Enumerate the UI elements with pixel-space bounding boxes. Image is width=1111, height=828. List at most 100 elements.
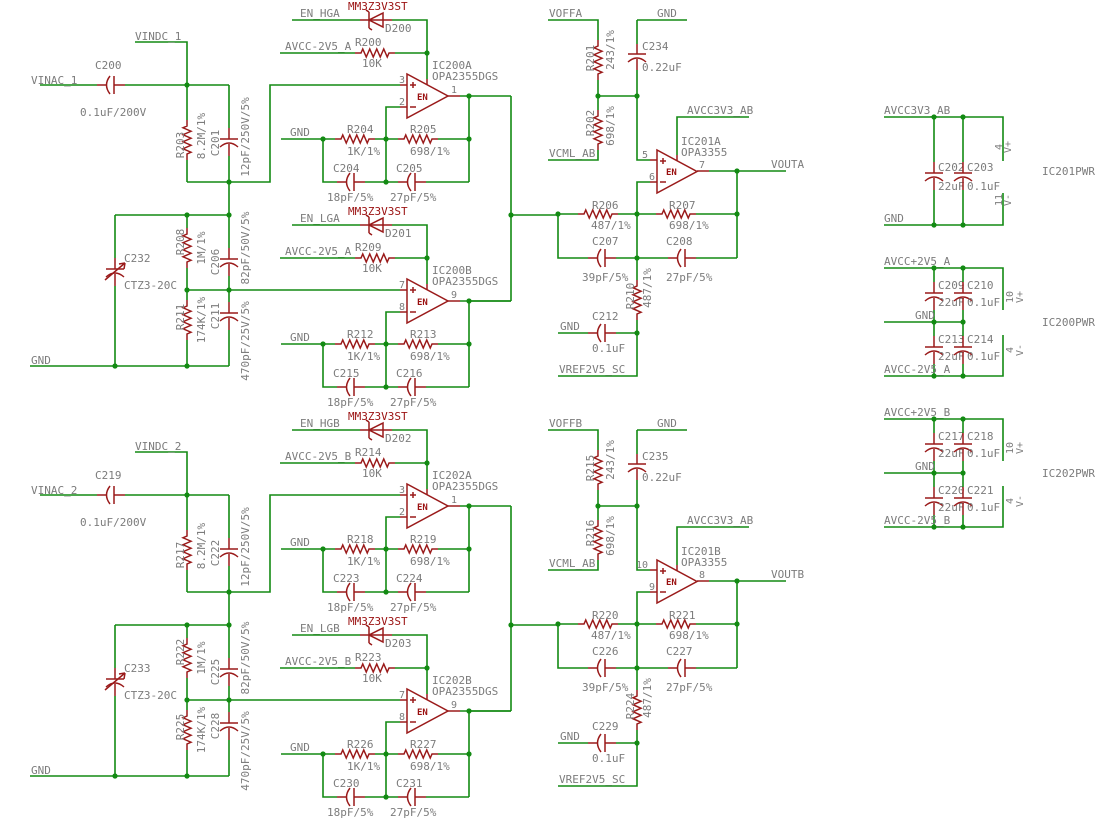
capacitor-symbol (337, 377, 365, 397)
ref-label: IC201A (681, 135, 721, 148)
value-label: 0.22uF (642, 471, 682, 484)
part-name: IC200PWR (1042, 316, 1095, 329)
value-label: 470pF/25V/5% (239, 301, 252, 381)
ref-label: R222 (174, 639, 187, 666)
value-label: 174K/1% (195, 296, 208, 343)
wire (322, 344, 337, 388)
capacitor-symbol (219, 248, 239, 276)
ref-label: R227 (410, 738, 437, 751)
wire (884, 193, 1004, 226)
resistor-symbol (592, 450, 604, 490)
value-label: 0.1uF (967, 180, 1000, 193)
pin-number: 9 (649, 582, 655, 593)
ref-label: D201 (385, 227, 412, 240)
value-label: CTZ3-20C (124, 689, 177, 702)
junction-dot (184, 363, 190, 369)
ref-label: C201 (209, 130, 222, 157)
value-label: 1K/1% (347, 350, 380, 363)
ref-label: C207 (592, 235, 619, 248)
pin-number: 5 (642, 150, 648, 161)
net-label-gnd: GND (560, 320, 580, 333)
wire (548, 150, 599, 161)
net-label-gnd: GND (560, 730, 580, 743)
value-label: 698/1% (604, 106, 617, 146)
enable-label: EN (417, 708, 428, 718)
wire (548, 19, 599, 40)
part-label: OPA2355DGS (432, 685, 498, 698)
capacitor-symbol (668, 658, 696, 678)
opamp-symbol (406, 277, 450, 325)
capacitor-symbol (337, 787, 365, 807)
ref-label: R203 (174, 132, 187, 159)
value-label: 18pF/5% (327, 601, 374, 614)
value-label: 698/1% (410, 145, 450, 158)
ref-label: IC200B (432, 264, 472, 277)
net-label-bias: AVCC-2V5_B (285, 450, 352, 463)
ref-label: C206 (209, 249, 222, 276)
value-label: 82pF/50V/5% (239, 211, 252, 284)
value-label: 27pF/5% (390, 601, 437, 614)
ref-label: R207 (669, 199, 696, 212)
zener-diode-symbol (360, 9, 392, 31)
part-label: OPA3355 (681, 556, 727, 569)
ref-label: C230 (333, 777, 360, 790)
capacitor-symbol (398, 172, 426, 192)
pin-number: 10 (1005, 442, 1016, 454)
ref-label: R212 (347, 328, 374, 341)
capacitor-symbol (398, 787, 426, 807)
value-label: 487/1% (641, 678, 654, 718)
part-label: MM3Z3V3ST (348, 615, 408, 628)
value-label: 27pF/5% (666, 681, 713, 694)
resistor-symbol (355, 47, 395, 59)
resistor-symbol (592, 110, 604, 150)
pin-number: 4 (994, 144, 1005, 150)
opamp-polarity-marks (410, 287, 416, 313)
wire (884, 486, 1004, 528)
net-label-enable: EN_LGB (300, 622, 340, 635)
ref-label: C208 (666, 235, 693, 248)
power-block-0: AVCC3V3_ABC20222uFC2030.1uFGND4V+11V-IC2… (884, 104, 1095, 228)
capacitor-symbol (97, 485, 125, 505)
net-label-bias: AVCC-2V5_B (285, 655, 352, 668)
ref-label: IC202B (432, 674, 472, 687)
net-label-voff: VOFFA (549, 7, 582, 20)
value-label: 487/1% (591, 219, 631, 232)
value-label: 82pF/50V/5% (239, 621, 252, 694)
ref-label: C220 (938, 484, 965, 497)
value-label: CTZ3-20C (124, 279, 177, 292)
ref-label: R224 (624, 692, 637, 719)
wire (884, 116, 1004, 161)
capacitor-symbol (219, 658, 239, 686)
resistor-symbol (335, 338, 375, 350)
value-label: 0.1uF (592, 342, 625, 355)
pin-name: V- (1003, 194, 1014, 206)
wire (636, 480, 650, 571)
junction-dot (226, 179, 232, 185)
ref-label: R205 (410, 123, 437, 136)
net-label-enable: EN_LGA (300, 212, 340, 225)
net-label-enable: EN_HGA (300, 7, 340, 20)
wire (557, 624, 588, 669)
net-label-voff: VOFFB (549, 417, 582, 430)
capacitor-symbol (924, 162, 944, 190)
ref-label: C219 (95, 469, 122, 482)
wire (558, 730, 638, 787)
ref-label: R215 (584, 455, 597, 482)
ref-label: R216 (584, 520, 597, 547)
pin-number: 7 (399, 690, 405, 701)
part-label: OPA2355DGS (432, 275, 498, 288)
pin-number: 4 (1005, 347, 1016, 353)
net-label-supply: AVCC+2V5_B (884, 406, 951, 419)
pin-number: 9 (451, 290, 457, 301)
capacitor-symbol (924, 433, 944, 461)
value-label: 12pF/250V/5% (239, 507, 252, 587)
part-label: MM3Z3V3ST (348, 0, 408, 13)
capacitor-symbol (219, 538, 239, 566)
pin-number: 2 (399, 507, 405, 518)
wire (636, 70, 650, 161)
pin-number: 3 (399, 485, 405, 496)
value-label: 174K/1% (195, 706, 208, 753)
pin-number: 8 (399, 302, 405, 313)
opamp-polarity-marks (410, 492, 416, 518)
resistor-symbol (181, 530, 193, 570)
